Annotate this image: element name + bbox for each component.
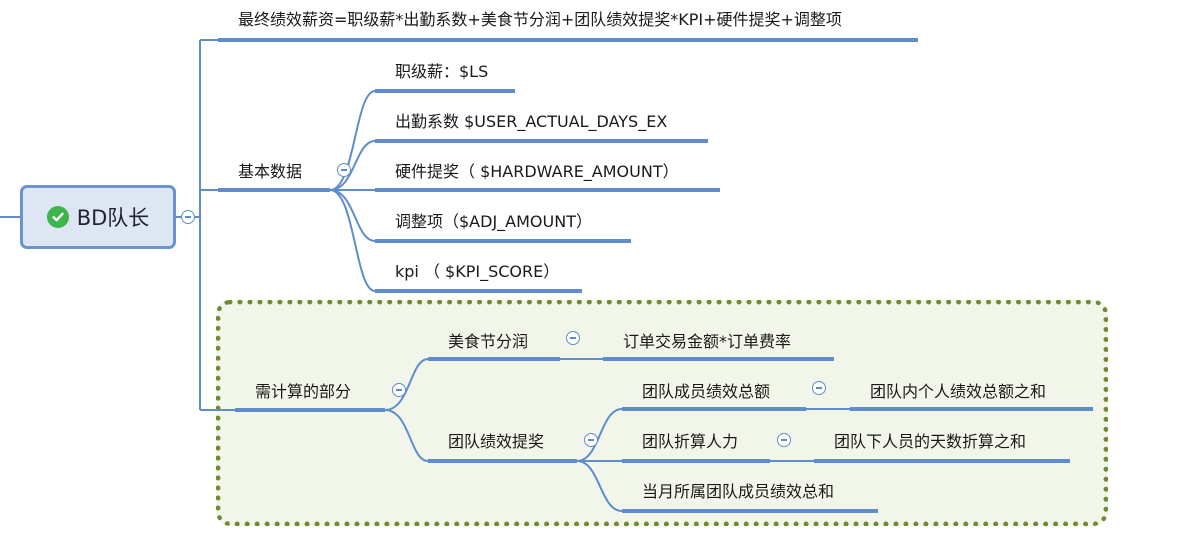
basic-data-underline (218, 188, 330, 192)
check-circle-icon (46, 206, 69, 228)
basic-item-hardware[interactable]: 硬件提奖（ $HARDWARE_AMOUNT） (395, 162, 679, 181)
basic-item-attendance[interactable]: 出勤系数 $USER_ACTUAL_DAYS_EX (395, 112, 668, 131)
root-label: BD队长 (76, 206, 150, 230)
team-monthly-node[interactable]: 当月所属团队成员绩效总和 (642, 482, 835, 501)
food-festival-child-underline (603, 357, 834, 361)
collapse-toggle-basic[interactable] (337, 163, 351, 177)
calc-underline (235, 408, 385, 412)
food-festival-underline (428, 357, 560, 361)
connector-root-trunk (176, 39, 235, 411)
team-members-underline (622, 407, 806, 411)
team-members-child-underline (850, 407, 1093, 411)
basic-item-hardware-underline (375, 188, 720, 192)
collapse-toggle-food[interactable] (566, 331, 580, 345)
team-manpower-child-underline (814, 459, 1070, 463)
connector-calc-branch (384, 358, 429, 462)
calc-node[interactable]: 需计算的部分 (255, 382, 352, 401)
connector-team-branch (576, 408, 623, 512)
team-members-child[interactable]: 团队内个人绩效总额之和 (870, 382, 1047, 401)
basic-data-node[interactable]: 基本数据 (238, 162, 303, 181)
basic-item-ls-underline (375, 89, 515, 93)
collapse-toggle-root[interactable] (181, 210, 195, 224)
collapse-toggle-team[interactable] (584, 433, 598, 447)
collapse-toggle-manpower[interactable] (777, 433, 791, 447)
team-bonus-underline (428, 459, 577, 463)
team-bonus-node[interactable]: 团队绩效提奖 (448, 432, 545, 451)
team-manpower-node[interactable]: 团队折算人力 (642, 432, 739, 451)
formula-node[interactable]: 最终绩效薪资=职级薪*出勤系数+美食节分润+团队绩效提奖*KPI+硬件提奖+调整… (238, 10, 842, 29)
food-festival-node[interactable]: 美食节分润 (448, 332, 529, 351)
calculated-group-boundary (216, 300, 1108, 526)
basic-item-attendance-underline (375, 139, 708, 143)
basic-item-adjustment-underline (375, 239, 631, 243)
team-members-node[interactable]: 团队成员绩效总额 (642, 382, 771, 401)
team-monthly-underline (622, 509, 878, 513)
root-node[interactable]: BD队长 (20, 185, 176, 249)
food-festival-child[interactable]: 订单交易金额*订单费率 (623, 332, 792, 351)
basic-item-adjustment[interactable]: 调整项（$ADJ_AMOUNT） (395, 212, 592, 231)
basic-item-kpi[interactable]: kpi （ $KPI_SCORE） (395, 262, 560, 281)
team-manpower-child[interactable]: 团队下人员的天数折算之和 (834, 432, 1027, 451)
team-manpower-underline (622, 459, 770, 463)
basic-item-kpi-underline (375, 289, 582, 293)
collapse-toggle-calc[interactable] (392, 383, 406, 397)
formula-underline (218, 38, 918, 42)
basic-item-ls[interactable]: 职级薪：$LS (395, 62, 489, 81)
connector-basic-branch (329, 90, 376, 292)
collapse-toggle-members[interactable] (812, 381, 826, 395)
